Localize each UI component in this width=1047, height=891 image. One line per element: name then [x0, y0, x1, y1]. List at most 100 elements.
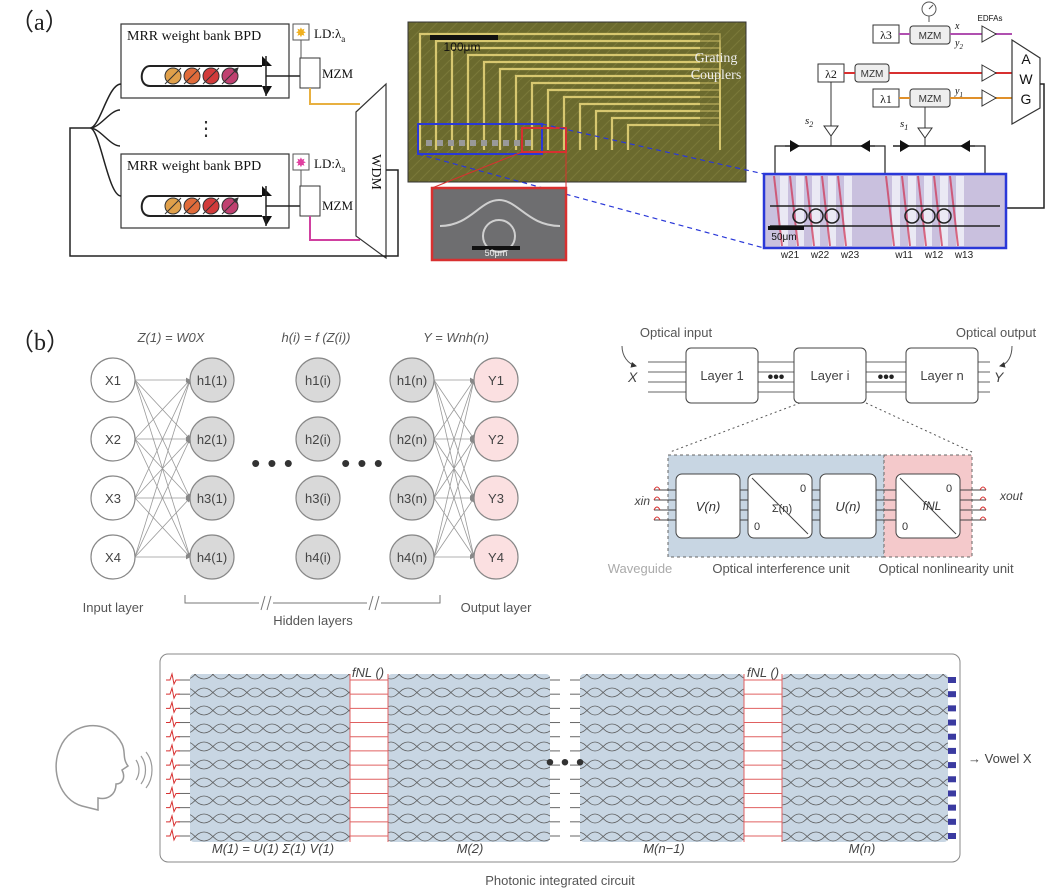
onu-label: Optical nonlinearity unit — [878, 561, 1014, 576]
hiddenn-node-label-2: h2(n) — [397, 432, 427, 447]
panel-a-label: （a） — [10, 10, 69, 36]
hidden-layers-label: Hidden layers — [273, 613, 353, 628]
output-node-label-1: Y1 — [488, 373, 504, 388]
hiddeni-node-label-3: h3(i) — [305, 491, 331, 506]
detector — [948, 776, 956, 782]
oiu-label: Optical interference unit — [712, 561, 850, 576]
u-matrix-label: U(n) — [835, 499, 860, 514]
weight-label-w13: w13 — [954, 250, 974, 261]
m2-label: M(2) — [457, 841, 484, 856]
wdm-label: WDM — [368, 154, 383, 190]
laser-icon-bottom: ✸ — [296, 155, 307, 170]
panel-b-label: （b） — [10, 330, 70, 356]
rings-scale-label: 50μm — [771, 232, 796, 243]
hiddenn-node-label-4: h4(n) — [397, 550, 427, 565]
detector — [948, 833, 956, 839]
mrr-label-top: MRR weight bank BPD — [127, 29, 261, 44]
detector — [948, 790, 956, 796]
equation-3: Y = Wnh(n) — [423, 330, 489, 345]
weight-label-w21: w21 — [780, 250, 800, 261]
mn1-label: M(n−1) — [643, 841, 685, 856]
input-node-label-2: X2 — [105, 432, 121, 447]
ld-top-label: LD:λa — [314, 26, 345, 44]
optical-input-label: Optical input — [640, 325, 713, 340]
grating-label-1: Grating — [695, 51, 738, 66]
sem-scale-label: 50μm — [485, 248, 508, 258]
detector — [948, 805, 956, 811]
output-layer-label: Output layer — [461, 600, 532, 615]
mrr-label-bottom: MRR weight bank BPD — [127, 159, 261, 174]
m1-label: M(1) = U(1) Σ(1) V(1) — [212, 841, 334, 856]
mzm-top-box — [300, 58, 320, 88]
edfa-label: EDFAs — [978, 14, 1003, 23]
layer-ellipsis: ••• — [878, 369, 895, 386]
y-output-symbol: Y — [994, 369, 1005, 385]
detector — [948, 720, 956, 726]
ld-bottom-label: LD:λa — [314, 156, 345, 174]
y2-label: y2 — [954, 38, 963, 51]
detector — [948, 734, 956, 740]
mzm1-label: MZM — [919, 94, 942, 105]
lambda1-label: λ1 — [880, 92, 892, 106]
lambda2-label: λ2 — [825, 67, 837, 81]
input-node-label-3: X3 — [105, 491, 121, 506]
input-layer-label: Input layer — [83, 600, 144, 615]
hidden1-node-label-3: h3(1) — [197, 491, 227, 506]
sigma-label: Σ(n) — [772, 503, 792, 515]
output-node-label-3: Y3 — [488, 491, 504, 506]
hidden-dots-1: • • • — [251, 448, 293, 478]
xin-label: xin — [634, 494, 651, 508]
mzm-bottom-box — [300, 186, 320, 216]
broadcast-circuit: λ3 λ2 λ1 MZM MZM MZM EDFAs x y2 y1 A W G… — [764, 2, 1044, 261]
output-node-label-4: Y4 — [488, 550, 504, 565]
pic-label: Photonic integrated circuit — [485, 873, 635, 888]
hidden-dots-2: • • • — [341, 448, 383, 478]
mzm3-label: MZM — [919, 31, 942, 42]
s2-label: s2 — [805, 115, 813, 129]
lambda3-label: λ3 — [880, 28, 892, 42]
xout-label: xout — [999, 489, 1023, 503]
mzm2-label: MZM — [861, 69, 884, 80]
mzm-bottom-label: MZM — [322, 198, 354, 213]
input-node-label-4: X4 — [105, 550, 121, 565]
s1-label: s1 — [900, 118, 908, 132]
x-input-symbol: X — [627, 369, 638, 385]
fnl-zero-bottom: 0 — [902, 521, 908, 533]
detector — [948, 762, 956, 768]
hiddeni-node-label-2: h2(i) — [305, 432, 331, 447]
weight-label-w23: w23 — [840, 250, 860, 261]
speaker-head-icon — [56, 726, 152, 810]
detector — [948, 677, 956, 683]
pic-dots: • • • — [546, 749, 585, 776]
vowel-output-label: → Vowel X — [968, 751, 1032, 766]
mrr-schematic: MRR weight bank BPD ✸ LD:λa MZM ⋮ MRR we… — [70, 24, 398, 258]
output-node-label-2: Y2 — [488, 432, 504, 447]
weight-label-w11: w11 — [894, 250, 913, 261]
waveguide-label: Waveguide — [608, 561, 673, 576]
fnl-call-2: fNL () — [352, 665, 384, 680]
detector — [948, 691, 956, 697]
detector — [948, 819, 956, 825]
hidden1-node-label-1: h1(1) — [197, 373, 227, 388]
sigma-zero-bottom: 0 — [754, 521, 760, 533]
nn-connections — [135, 380, 474, 557]
hiddenn-node-label-1: h1(n) — [397, 373, 427, 388]
input-node-label-1: X1 — [105, 373, 121, 388]
laser-icon-top: ✸ — [296, 25, 307, 40]
fnl-zero-top: 0 — [946, 483, 952, 495]
mzm-top-label: MZM — [322, 66, 354, 81]
detector — [948, 705, 956, 711]
optical-layer1-label: Layer 1 — [700, 368, 743, 383]
vertical-ellipsis: ⋮ — [196, 118, 216, 140]
hidden1-node-label-4: h4(1) — [197, 550, 227, 565]
mn-label: M(n) — [849, 841, 876, 856]
grating-label-2: Couplers — [691, 68, 742, 83]
fnl-call-1: fNL () — [747, 665, 779, 680]
optical-output-label: Optical output — [956, 325, 1037, 340]
sem-inset: 50μm — [432, 188, 566, 260]
hiddeni-node-label-1: h1(i) — [305, 373, 331, 388]
weight-label-w22: w22 — [810, 250, 830, 261]
optical-layeri-label: Layer i — [810, 368, 849, 383]
optical-layer-chain: Layer 1Layer iLayer n•••••• — [648, 348, 990, 403]
